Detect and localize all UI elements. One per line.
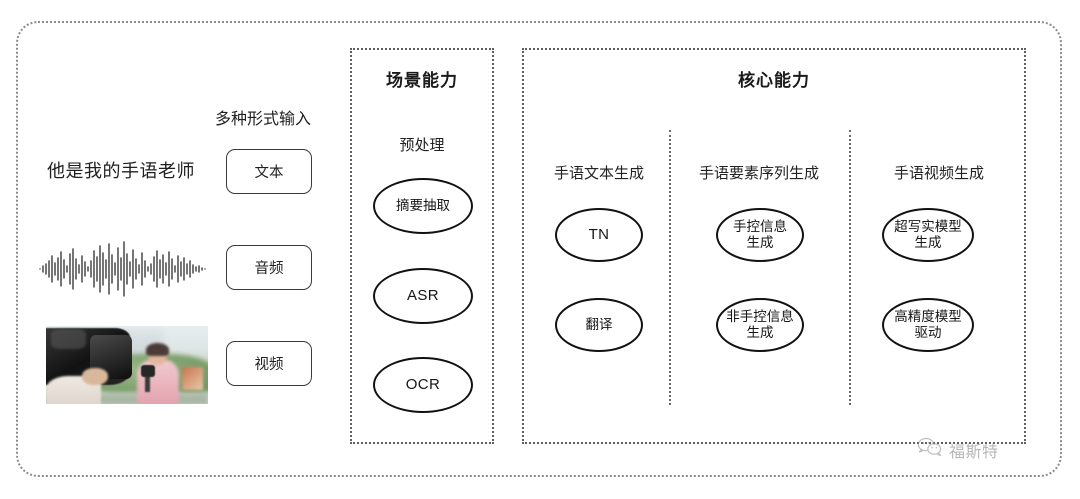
scene-capability-title: 场景能力 [386, 71, 458, 90]
thumb-notebook [182, 366, 204, 390]
node-line-1: 手控信息 [733, 218, 787, 234]
watermark: 福斯特 [917, 437, 999, 462]
core-column-divider-2 [849, 130, 851, 405]
node-line-1: 非手控信息 [726, 308, 794, 324]
node-manual-signal-generation[interactable]: 手控信息 生成 [716, 208, 804, 262]
watermark-text: 福斯特 [949, 443, 999, 461]
node-ocr[interactable]: OCR [373, 357, 473, 413]
wechat-icon [917, 437, 943, 462]
node-nonmanual-signal-generation[interactable]: 非手控信息 生成 [716, 298, 804, 352]
node-high-precision-model-driving[interactable]: 高精度模型 驱动 [882, 298, 974, 352]
input-sample-text: 他是我的手语老师 [47, 161, 195, 181]
node-summary-extraction[interactable]: 摘要抽取 [373, 178, 473, 234]
video-thumbnail [46, 326, 208, 404]
node-line-2: 驱动 [914, 325, 942, 340]
scene-capability-panel: 场景能力 预处理 摘要抽取 ASR OCR [350, 48, 494, 444]
thumb-reporter-hair [146, 343, 170, 357]
thumb-microphone-head [140, 365, 156, 378]
core-capability-title: 核心能力 [738, 71, 810, 90]
input-section-heading: 多种形式输入 [215, 111, 312, 128]
input-modality-text-button[interactable]: 文本 [226, 149, 312, 194]
core-column-label-text-generation: 手语文本生成 [553, 165, 644, 182]
thumb-operator-hand [81, 368, 108, 386]
input-modality-video-button[interactable]: 视频 [226, 341, 312, 386]
node-translation[interactable]: 翻译 [555, 298, 643, 352]
core-column-divider-1 [669, 130, 671, 405]
node-line-1: 高精度模型 [894, 308, 962, 324]
scene-group-label-preprocess: 预处理 [399, 137, 445, 154]
node-line-2: 生成 [746, 325, 774, 340]
core-capability-panel: 核心能力 手语文本生成 TN 翻译 手语要素序列生成 手控信息 生成 非手控信息… [522, 48, 1026, 444]
node-line-1: 超写实模型 [894, 218, 962, 234]
outer-frame [16, 21, 1062, 477]
core-column-label-element-sequence: 手语要素序列生成 [698, 165, 819, 182]
core-column-label-video-generation: 手语视频生成 [893, 165, 984, 182]
node-photorealistic-model-generation[interactable]: 超写实模型 生成 [882, 208, 974, 262]
audio-waveform-icon [38, 240, 210, 298]
node-line-2: 生成 [746, 235, 774, 250]
node-asr[interactable]: ASR [373, 268, 473, 324]
node-line-2: 生成 [914, 235, 942, 250]
thumb-camera-hood [50, 329, 87, 350]
thumb-microphone-stick [144, 371, 151, 392]
node-tn[interactable]: TN [555, 208, 643, 262]
input-modality-audio-button[interactable]: 音频 [226, 245, 312, 290]
